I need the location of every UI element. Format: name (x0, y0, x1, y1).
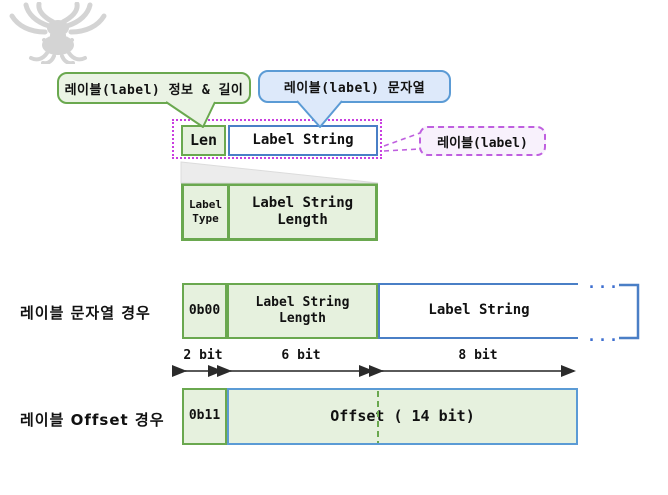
label-group-dotted-frame (172, 119, 382, 159)
field-type-bits-0b00: 0b00 (182, 283, 227, 339)
field-label-string-length: Label String Length (230, 186, 375, 238)
field-label-string: Label String (228, 125, 378, 156)
field-label-type-text: Label Type (188, 198, 223, 225)
field-string-length: Label String Length (227, 283, 378, 339)
field-len: Len (181, 125, 226, 156)
callout-label-info-length-text: 레이블(label) 정보 & 길이 (64, 82, 244, 98)
field-type-bits-0b11: 0b11 (182, 388, 227, 445)
field-offset-text: Offset ( 14 bit) (330, 407, 475, 426)
field-string-value-text: Label String (428, 302, 530, 319)
continuation-ellipsis-top: ... (587, 274, 621, 292)
continuation-bracket (619, 283, 640, 340)
caption-offset-case: 레이블 Offset 경우 (20, 411, 165, 429)
field-label-string-length-text: Label String Length (251, 194, 354, 229)
bit-label-2bit: 2 bit (183, 348, 223, 363)
callout-label: 레이블(label) (419, 126, 546, 156)
field-type-bits-0b00-text: 0b00 (188, 302, 221, 318)
callout-connector-bottom (383, 148, 421, 152)
field-string-value: Label String (378, 283, 578, 339)
field-offset: Offset ( 14 bit) (227, 388, 578, 445)
field-type-bits-0b11-text: 0b11 (188, 408, 221, 424)
bit-label-8bit: 8 bit (458, 348, 498, 363)
spider-logo-icon (9, 2, 107, 64)
caption-string-case: 레이블 문자열 경우 (20, 304, 151, 322)
callout-label-info-length: 레이블(label) 정보 & 길이 (57, 72, 251, 104)
continuation-ellipsis-bottom: ... (587, 327, 621, 345)
expanded-len-box: Label Type Label String Length (181, 183, 378, 241)
field-label-type: Label Type (184, 186, 230, 238)
zoom-wedge (180, 161, 379, 184)
field-label-string-text: Label String (252, 131, 354, 148)
callout-label-text: 레이블(label) (437, 135, 528, 151)
callout-label-string-text: 레이블(label) 문자열 (283, 81, 426, 96)
bit-label-6bit: 6 bit (281, 348, 321, 363)
callout-label-string: 레이블(label) 문자열 (258, 70, 451, 103)
field-string-length-text: Label String Length (255, 294, 350, 326)
callout-connector-top (383, 132, 421, 147)
field-len-text: Len (189, 131, 218, 150)
